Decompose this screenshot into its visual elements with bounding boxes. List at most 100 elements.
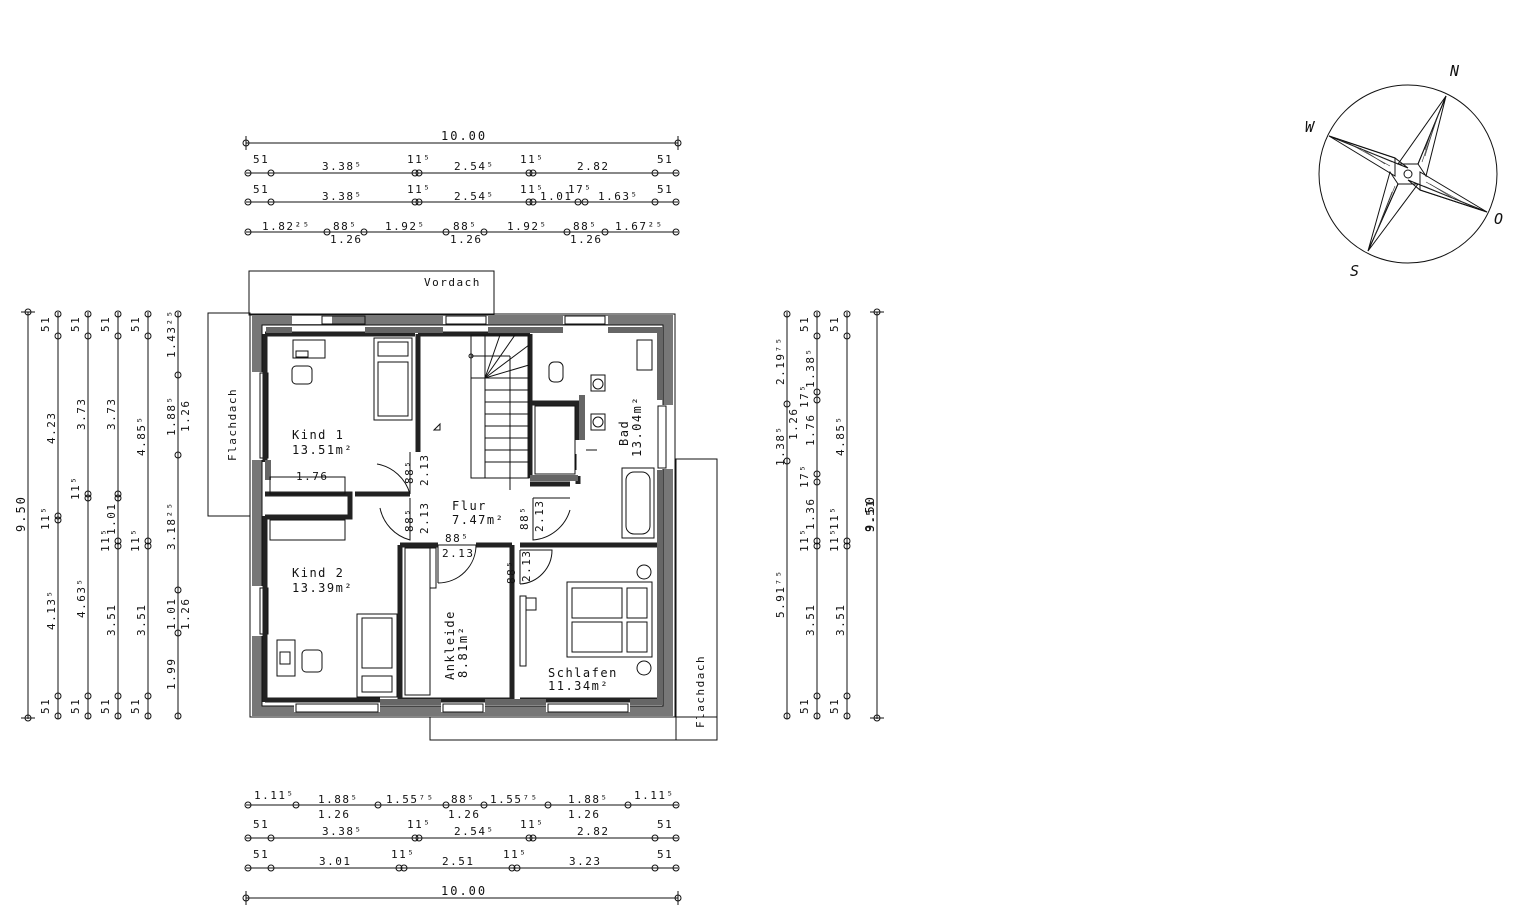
dim-label: 1.38⁵ [774,425,787,466]
door-label: 2.13 [533,500,546,533]
house: Vordach Flachdach Flachdach [207,270,718,741]
dim-label: 1.26 [179,400,192,433]
dim-left-total: 9.50 [14,495,28,532]
dim-label: 51 [798,698,811,714]
room-labels: Kind 1 13.51m² Kind 2 13.39m² Flur 7.47m… [292,396,644,693]
dim-label: 11⁵ [798,528,811,552]
dim-label: 51 [129,316,142,332]
dim-label: 51 [253,153,269,166]
dim-label: 51 [657,818,673,831]
dim-label: 1.11⁵ [254,789,295,802]
dim-label: 2.19⁷⁵ [774,336,787,385]
dim-label: 1.26 [570,233,603,246]
dim-label: 11⁵ [391,848,415,861]
dim-label: 1.36 [804,498,817,531]
dim-label: 1.92⁵ [507,220,548,233]
dim-label: 1.26 [318,808,351,821]
dim-right-total: 9.50 [863,495,877,532]
door-label: 88⁵ [518,506,531,530]
flachdach-left-label: Flachdach [226,388,239,461]
dim-label: 1.01 [105,503,118,536]
dim-label: 1.26 [787,408,800,441]
dim-label: 51 [99,698,112,714]
room-flur-area: 7.47m² [452,513,504,527]
flachdach-right-label: Flachdach [694,655,707,728]
dim-label: 5.91⁷⁵ [774,569,787,618]
door-label: 2.13 [418,502,431,535]
dim-label: 11⁵ [828,528,841,552]
compass-s-label: S [1350,262,1359,280]
dim-label: 11⁵ [129,528,142,552]
dim-label: 11⁵ [520,183,544,196]
dim-label: 1.26 [179,598,192,631]
dim-label: 3.18²⁵ [165,501,178,550]
dim-label: 1.63⁵ [598,190,639,203]
dim-label: 1.55⁷⁵ [386,793,435,806]
dim-label: 1.67²⁵ [615,220,664,233]
dim-label: 1.26 [330,233,363,246]
room-kind1-area: 13.51m² [292,443,353,457]
dim-label: 3.51 [135,604,148,637]
dim-label: 1.11⁵ [634,789,675,802]
dim-label: 11⁵ [520,818,544,831]
room-bad-area: 13.04m² [630,396,644,457]
dim-label: 1.26 [450,233,483,246]
room-bad-name: Bad [617,420,631,446]
dim-label: 11⁵ [407,183,431,196]
dim-label: 4.13⁵ [45,589,58,630]
dim-label: 4.63⁵ [75,577,88,618]
door-label: 2.13 [418,454,431,487]
door-label: 2.13 [442,547,475,560]
dim-label: 17⁵ [568,183,592,196]
dim-label: 3.01 [319,855,352,868]
dim-label: 2.82 [577,825,610,838]
kind1-width-label: 1.76 [296,470,329,483]
dim-label: 1.55⁷⁵ [490,793,539,806]
dim-label: 11⁵ [69,476,82,500]
dim-label: 11⁵ [39,506,52,530]
door-label: 88⁵ [445,532,469,545]
dim-label: 51 [253,848,269,861]
room-ankleide-name: Ankleide [443,610,457,680]
dim-label: 1.38⁵ [804,347,817,388]
dim-label: 2.54⁵ [454,190,495,203]
dim-label: 3.51 [834,604,847,637]
dim-label: 4.85⁵ [834,415,847,456]
compass-w-label: W [1305,118,1316,136]
dim-label: 1.26 [568,808,601,821]
dim-label: 3.73 [105,398,118,431]
dim-label: 3.51 [864,500,877,533]
dim-label: 88⁵ [453,220,477,233]
staircase [468,334,530,490]
dim-label: 51 [39,316,52,332]
dim-top-total: 10.00 [441,129,487,143]
dim-label: 1.26 [448,808,481,821]
dim-label: 3.51 [804,604,817,637]
dim-label: 51 [798,316,811,332]
dim-label: 51 [657,848,673,861]
vordach-label: Vordach [424,276,481,289]
dim-label: 88⁵ [451,793,475,806]
dim-label: 2.51 [442,855,475,868]
dim-label: 2.54⁵ [454,160,495,173]
dim-label: 1.88⁵ [318,793,359,806]
dim-label: 51 [69,316,82,332]
dim-label: 3.51 [105,604,118,637]
dim-label: 2.54⁵ [454,825,495,838]
dim-label: 1.01 [540,190,573,203]
dim-label: 3.73 [75,398,88,431]
door-label: 88⁵ [505,560,518,584]
room-kind1-name: Kind 1 [292,428,344,442]
dim-label: 51 [253,818,269,831]
room-kind2-area: 13.39m² [292,581,353,595]
room-schlafen-name: Schlafen [548,666,618,680]
dim-label: 3.38⁵ [322,190,363,203]
dim-label: 1.99 [165,658,178,691]
door-label: 2.13 [520,550,533,583]
door-label: 88⁵ [403,508,416,532]
dim-label: 51 [129,698,142,714]
dim-label: 51 [69,698,82,714]
door-label: 88⁵ [403,460,416,484]
top-dimensions: 10.00 51 3.38⁵ 11⁵ 2.54⁵ 11⁵ 2.82 51 51 … [242,129,682,246]
dim-label: 88⁵ [573,220,597,233]
